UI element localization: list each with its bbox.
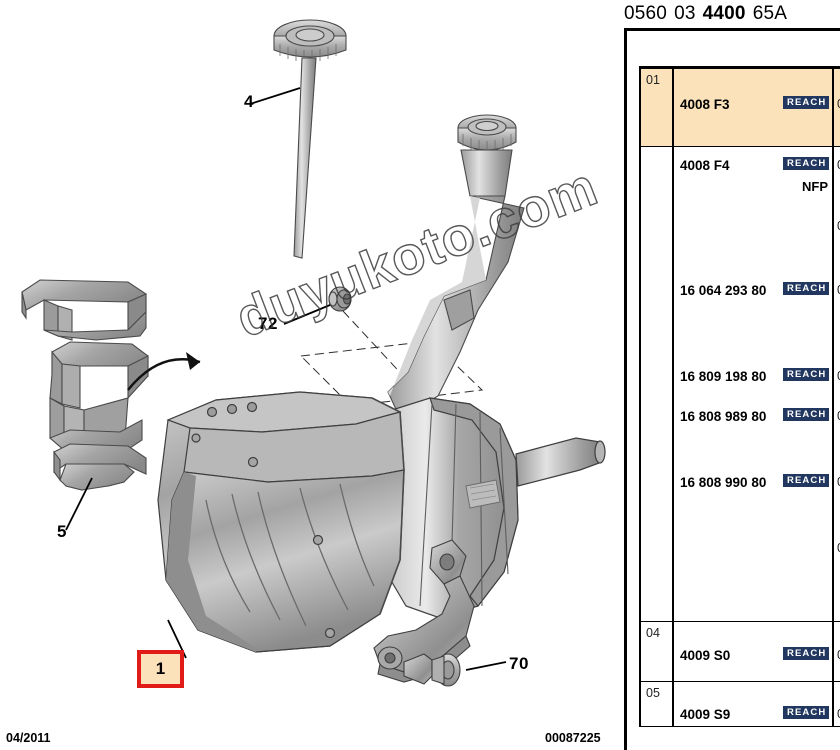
- row-group-9: 04: [646, 626, 660, 640]
- row-qty-5: 01: [837, 369, 840, 383]
- arrow-head: [186, 352, 200, 370]
- ref-segment-1: 0560: [624, 3, 668, 24]
- filler-tube-part: [387, 114, 525, 419]
- row-qty-8: 01: [837, 541, 840, 555]
- footer-drawing-number: 00087225: [545, 731, 601, 745]
- row-part-6: 16 808 989 80: [680, 409, 767, 424]
- callout-4: 4: [244, 92, 254, 111]
- row-group-1: 01: [646, 73, 660, 87]
- header-rule: [624, 28, 840, 31]
- row-part-4: 16 064 293 80: [680, 283, 767, 298]
- grid-line-r8: [639, 681, 840, 683]
- row-part-7: 16 808 990 80: [680, 475, 767, 490]
- row-qty-1: 01: [837, 97, 840, 111]
- grid-line-r7: [639, 621, 840, 623]
- ref-segment-2: 03: [674, 3, 696, 24]
- footer-date: 04/2011: [6, 731, 51, 745]
- leader-line-70: [465, 661, 507, 671]
- diagram-artwork: [21, 19, 606, 687]
- callout-1-highlighted[interactable]: 1: [137, 650, 184, 688]
- parts-table-pane: 0560 03 4400 65A 01 4008 F3 REACH 0: [614, 0, 840, 750]
- row-qty-4: 01: [837, 283, 840, 297]
- parts-grid: 01 4008 F3 REACH 01 4008 F4 REACH NFP 01…: [639, 66, 840, 728]
- leader-line-72: [283, 304, 331, 325]
- grid-col-border-left: [639, 66, 641, 726]
- row-reach-badge-9: REACH: [783, 647, 830, 660]
- grid-line-r1: [639, 146, 840, 148]
- row-part-9: 4009 S0: [680, 648, 731, 663]
- dipstick-part: [273, 19, 347, 259]
- ref-segment-4: 65A: [752, 3, 788, 24]
- row-qty-3: 01: [837, 219, 840, 233]
- callout-70: 70: [509, 654, 529, 673]
- row-qty-7: 01: [837, 475, 840, 489]
- parts-diagram: 4 72 5 1 70 duyukoto.com 04/2011 0008722…: [6, 19, 607, 745]
- grommet-part: [328, 286, 352, 312]
- table-left-border: [624, 28, 627, 750]
- row-note-nfp-2: NFP: [802, 179, 828, 194]
- row-reach-badge-2: REACH: [783, 157, 830, 170]
- row-reach-badge-6: REACH: [783, 408, 830, 421]
- row-qty-6: 01: [837, 409, 840, 423]
- leader-line-5: [65, 477, 93, 531]
- row-reach-badge-10: REACH: [783, 706, 830, 719]
- retaining-bolt-part: [403, 653, 461, 687]
- row-qty-10: 01: [837, 707, 840, 721]
- reference-header: 0560 03 4400 65A: [624, 0, 840, 28]
- row-part-5: 16 809 198 80: [680, 369, 767, 384]
- row-reach-badge-5: REACH: [783, 368, 830, 381]
- row-reach-badge-4: REACH: [783, 282, 830, 295]
- ref-segment-3: 4400: [702, 3, 746, 24]
- heat-shield-part: [21, 279, 149, 491]
- callout-72: 72: [258, 314, 278, 333]
- gearbox-housing-part: [157, 391, 606, 653]
- leader-line-4: [249, 87, 301, 105]
- grid-line-bottom: [639, 726, 840, 728]
- row-qty-2: 01: [837, 158, 840, 172]
- row-reach-badge-1: REACH: [783, 96, 830, 109]
- row-part-2: 4008 F4: [680, 158, 730, 173]
- grid-col-divider-group: [672, 66, 674, 726]
- row-part-10: 4009 S9: [680, 707, 731, 722]
- row-reach-badge-7: REACH: [783, 474, 830, 487]
- assembly-projection-lines: [299, 310, 484, 407]
- grid-col-divider-qty: [832, 66, 834, 726]
- grid-line-top: [639, 66, 840, 69]
- callout-5: 5: [57, 522, 67, 541]
- row-part-1: 4008 F3: [680, 97, 730, 112]
- row-qty-9: 01: [837, 648, 840, 662]
- row-group-10: 05: [646, 686, 660, 700]
